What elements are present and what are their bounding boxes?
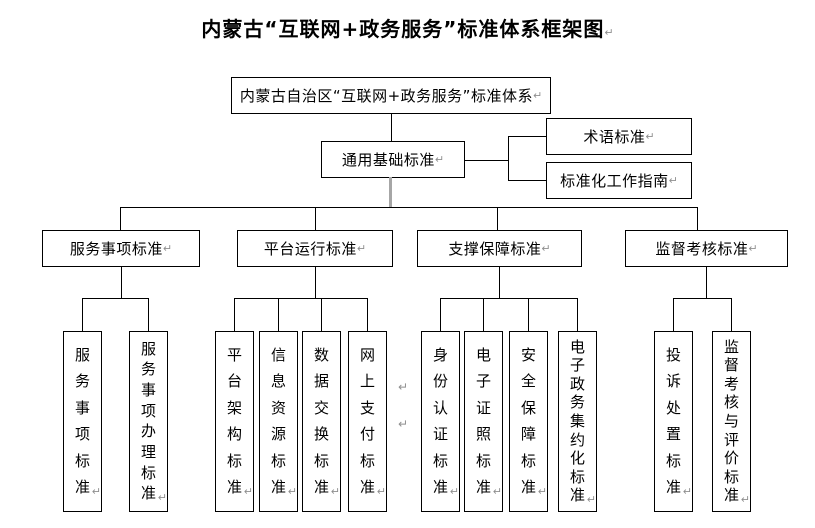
paragraph-mark: ↵ xyxy=(682,485,692,499)
paragraph-mark: ↵ xyxy=(532,89,543,102)
connector-line xyxy=(148,298,149,331)
paragraph-mark: ↵ xyxy=(243,485,253,499)
connector-line xyxy=(508,180,546,181)
leaf-supervision-evaluation-label: 监督考核与评价标准↵ xyxy=(723,337,750,507)
leaf-supervision-evaluation-box: 监督考核与评价标准↵ xyxy=(712,331,751,512)
diagram-title-text: 内蒙古“互联网+政务服务”标准体系框架图 xyxy=(201,17,605,41)
paragraph-mark: ↵ xyxy=(376,485,386,499)
connector-line xyxy=(483,298,484,331)
connector-line xyxy=(731,298,732,331)
leaf-service-item-handling-box: 服务事项办理标准↵ xyxy=(129,331,168,512)
leaf-identity-authentication-box: 身份认证标准↵ xyxy=(421,331,460,512)
branch-service-items-box: 服务事项标准↵ xyxy=(42,230,200,267)
paragraph-mark: ↵ xyxy=(668,174,678,187)
leaf-service-item-handling-label: 服务事项办理标准↵ xyxy=(140,339,167,505)
paragraph-mark: ↵ xyxy=(398,417,409,431)
paragraph-mark: ↵ xyxy=(330,485,340,499)
paragraph-mark: ↵ xyxy=(740,493,750,507)
paragraph-mark: ↵ xyxy=(287,485,297,499)
connector-line xyxy=(120,207,698,208)
connector-line xyxy=(706,267,707,298)
leaf-information-resource-box: 信息资源标准↵ xyxy=(259,331,298,512)
leaf-egov-intensification-box: 电子政务集约化标准↵ xyxy=(558,331,597,512)
connector-line xyxy=(508,136,546,137)
paragraph-mark: ↵ xyxy=(645,130,655,143)
paragraph-mark: ↵ xyxy=(398,380,409,394)
terminology-standard-label: 术语标准 xyxy=(583,128,646,146)
paragraph-mark: ↵ xyxy=(162,242,173,255)
standardization-guide-box: 标准化工作指南↵ xyxy=(546,162,692,199)
connector-line xyxy=(673,298,732,299)
terminology-standard-box: 术语标准↵ xyxy=(546,118,692,155)
connector-line xyxy=(315,267,316,298)
connector-line xyxy=(121,267,122,298)
connector-line xyxy=(465,160,508,161)
connector-line xyxy=(577,298,578,331)
connector-line xyxy=(120,207,121,230)
connector-line xyxy=(391,113,392,141)
general-base-label: 通用基础标准 xyxy=(341,151,435,169)
paragraph-mark: ↵ xyxy=(157,491,167,505)
leaf-data-exchange-box: 数据交换标准↵ xyxy=(302,331,341,512)
connector-line xyxy=(440,298,441,331)
root-box-label: 内蒙古自治区“互联网+政务服务”标准体系 xyxy=(239,87,533,105)
connector-line xyxy=(82,298,149,299)
root-box: 内蒙古自治区“互联网+政务服务”标准体系↵ xyxy=(231,77,551,114)
connector-line xyxy=(315,207,316,230)
connector-line xyxy=(440,298,578,299)
leaf-information-resource-label: 信息资源标准↵ xyxy=(270,345,297,499)
leaf-data-exchange-label: 数据交换标准↵ xyxy=(313,345,340,499)
connector-line xyxy=(528,298,529,331)
connector-line xyxy=(278,298,279,331)
leaf-security-guarantee-box: 安全保障标准↵ xyxy=(509,331,548,512)
branch-platform-operation-box: 平台运行标准↵ xyxy=(237,230,393,267)
leaf-security-guarantee-label: 安全保障标准↵ xyxy=(520,345,547,499)
paragraph-mark: ↵ xyxy=(537,485,547,499)
paragraph-mark: ↵ xyxy=(604,26,614,39)
paragraph-mark: ↵ xyxy=(434,153,445,166)
connector-line xyxy=(82,298,83,331)
branch-support-guarantee-box: 支撑保障标准↵ xyxy=(417,230,582,267)
branch-platform-operation-label: 平台运行标准 xyxy=(263,240,357,258)
paragraph-mark: ↵ xyxy=(586,493,596,507)
gray-connector-line xyxy=(389,177,392,208)
standardization-guide-label: 标准化工作指南 xyxy=(560,172,669,190)
leaf-electronic-license-box: 电子证照标准↵ xyxy=(464,331,503,512)
connector-line xyxy=(697,207,698,230)
leaf-service-item-label: 服务事项标准↵ xyxy=(74,345,101,499)
paragraph-mark: ↵ xyxy=(91,485,101,499)
leaf-identity-authentication-label: 身份认证标准↵ xyxy=(432,345,459,499)
paragraph-mark: ↵ xyxy=(356,242,367,255)
paragraph-mark: ↵ xyxy=(449,485,459,499)
branch-supervision-assessment-box: 监督考核标准↵ xyxy=(625,230,788,267)
leaf-complaint-handling-label: 投诉处置标准↵ xyxy=(665,345,692,499)
diagram-title: 内蒙古“互联网+政务服务”标准体系框架图↵ xyxy=(0,13,815,42)
leaf-platform-architecture-box: 平台架构标准↵ xyxy=(215,331,254,512)
leaf-online-payment-box: 网上支付标准↵ xyxy=(348,331,387,512)
paragraph-mark: ↵ xyxy=(541,242,551,255)
leaf-egov-intensification-label: 电子政务集约化标准↵ xyxy=(569,337,596,507)
leaf-platform-architecture-label: 平台架构标准↵ xyxy=(226,345,253,499)
leaf-electronic-license-label: 电子证照标准↵ xyxy=(475,345,502,499)
leaf-complaint-handling-box: 投诉处置标准↵ xyxy=(654,331,693,512)
paragraph-mark: ↵ xyxy=(492,485,502,499)
branch-supervision-assessment-label: 监督考核标准 xyxy=(655,240,749,258)
connector-line xyxy=(321,298,322,331)
connector-line xyxy=(234,298,235,331)
connector-line xyxy=(673,298,674,331)
leaf-online-payment-label: 网上支付标准↵ xyxy=(359,345,386,499)
connector-line xyxy=(508,136,509,181)
connector-line xyxy=(497,207,498,230)
paragraph-mark: ↵ xyxy=(748,242,758,255)
branch-support-guarantee-label: 支撑保障标准 xyxy=(448,240,542,258)
connector-line xyxy=(367,298,368,331)
connector-line xyxy=(234,298,368,299)
general-base-box: 通用基础标准↵ xyxy=(321,141,465,178)
connector-line xyxy=(499,267,500,298)
leaf-service-item-box: 服务事项标准↵ xyxy=(63,331,102,512)
branch-service-items-label: 服务事项标准 xyxy=(69,240,163,258)
